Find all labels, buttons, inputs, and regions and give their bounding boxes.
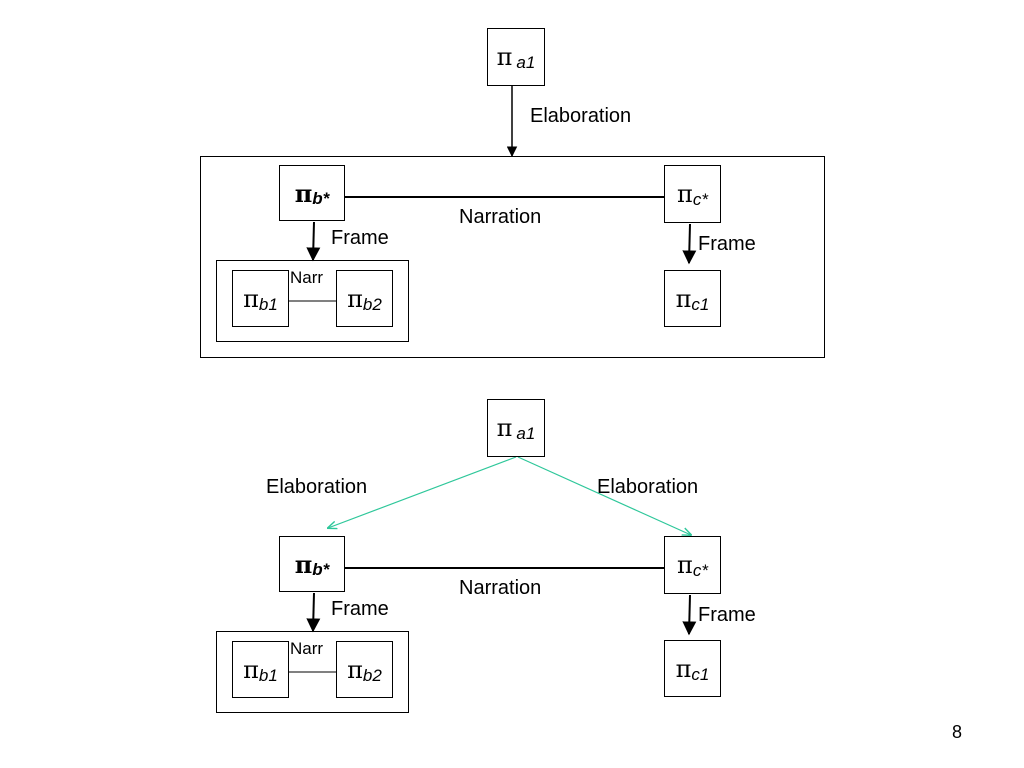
bottom-b-frame bbox=[216, 631, 409, 713]
bottom-frame-b-label: Frame bbox=[331, 598, 389, 620]
bottom-frame-b-edge bbox=[306, 592, 321, 633]
node-subscript: c1 bbox=[691, 294, 710, 314]
pi-symbol: π bbox=[677, 551, 693, 579]
pi-symbol: π bbox=[243, 284, 259, 313]
node-subscript: a1 bbox=[516, 53, 536, 72]
node-subscript: c* bbox=[692, 190, 708, 209]
bottom-elaboration-left-label: Elaboration bbox=[266, 476, 368, 498]
top-frame-b-edge bbox=[306, 221, 321, 262]
node-subscript: b1 bbox=[258, 665, 278, 685]
pi-symbol: π bbox=[677, 180, 693, 208]
bottom-frame-c-edge bbox=[682, 594, 697, 636]
page-number: 8 bbox=[951, 722, 962, 742]
pi-symbol: π bbox=[294, 549, 313, 579]
top-narr-label: Narr bbox=[290, 268, 325, 288]
bottom-node-c1: π c1 bbox=[664, 640, 721, 697]
bottom-node-a1: π a1 bbox=[487, 399, 545, 457]
top-node-cstar: π c* bbox=[664, 165, 721, 223]
bottom-narr-label: Narr bbox=[290, 639, 325, 659]
bottom-node-bstar: π b* bbox=[279, 536, 345, 592]
node-subscript: b1 bbox=[258, 294, 278, 314]
pi-symbol: π bbox=[675, 654, 692, 683]
top-elaboration-label: Elaboration bbox=[530, 105, 632, 127]
bottom-node-b1: π b1 bbox=[232, 641, 289, 698]
top-node-c1: π c1 bbox=[664, 270, 721, 327]
pi-symbol: π bbox=[675, 284, 692, 313]
pi-symbol: π bbox=[496, 414, 513, 442]
top-narration-label: Narration bbox=[459, 206, 542, 228]
top-node-b2: π b2 bbox=[336, 270, 393, 327]
node-subscript: b* bbox=[312, 560, 330, 579]
pi-symbol: π bbox=[347, 655, 363, 684]
node-subscript: c* bbox=[692, 561, 708, 580]
bottom-node-b2: π b2 bbox=[336, 641, 393, 698]
pi-symbol: π bbox=[347, 284, 363, 313]
node-subscript: c1 bbox=[691, 664, 710, 684]
bottom-narration-label: Narration bbox=[459, 577, 542, 599]
node-subscript: b2 bbox=[362, 665, 382, 685]
node-subscript: b* bbox=[312, 189, 330, 208]
top-node-bstar: π b* bbox=[279, 165, 345, 221]
top-frame-b-label: Frame bbox=[331, 227, 389, 249]
bottom-frame-c-label: Frame bbox=[698, 604, 756, 626]
bottom-elaboration-left-edge bbox=[328, 456, 517, 528]
node-subscript: a1 bbox=[516, 424, 536, 443]
top-node-b1: π b1 bbox=[232, 270, 289, 327]
pi-symbol: π bbox=[294, 178, 313, 208]
top-frame-c-edge bbox=[682, 223, 697, 265]
node-subscript: b2 bbox=[362, 294, 382, 314]
bottom-elaboration-right-label: Elaboration bbox=[597, 476, 699, 498]
bottom-elaboration-right-edge bbox=[517, 456, 691, 535]
top-node-a1: π a1 bbox=[487, 28, 545, 86]
top-b-frame bbox=[216, 260, 409, 342]
pi-symbol: π bbox=[496, 43, 513, 71]
pi-symbol: π bbox=[243, 655, 259, 684]
top-outer-frame bbox=[200, 156, 825, 358]
top-frame-c-label: Frame bbox=[698, 233, 756, 255]
bottom-node-cstar: π c* bbox=[664, 536, 721, 594]
